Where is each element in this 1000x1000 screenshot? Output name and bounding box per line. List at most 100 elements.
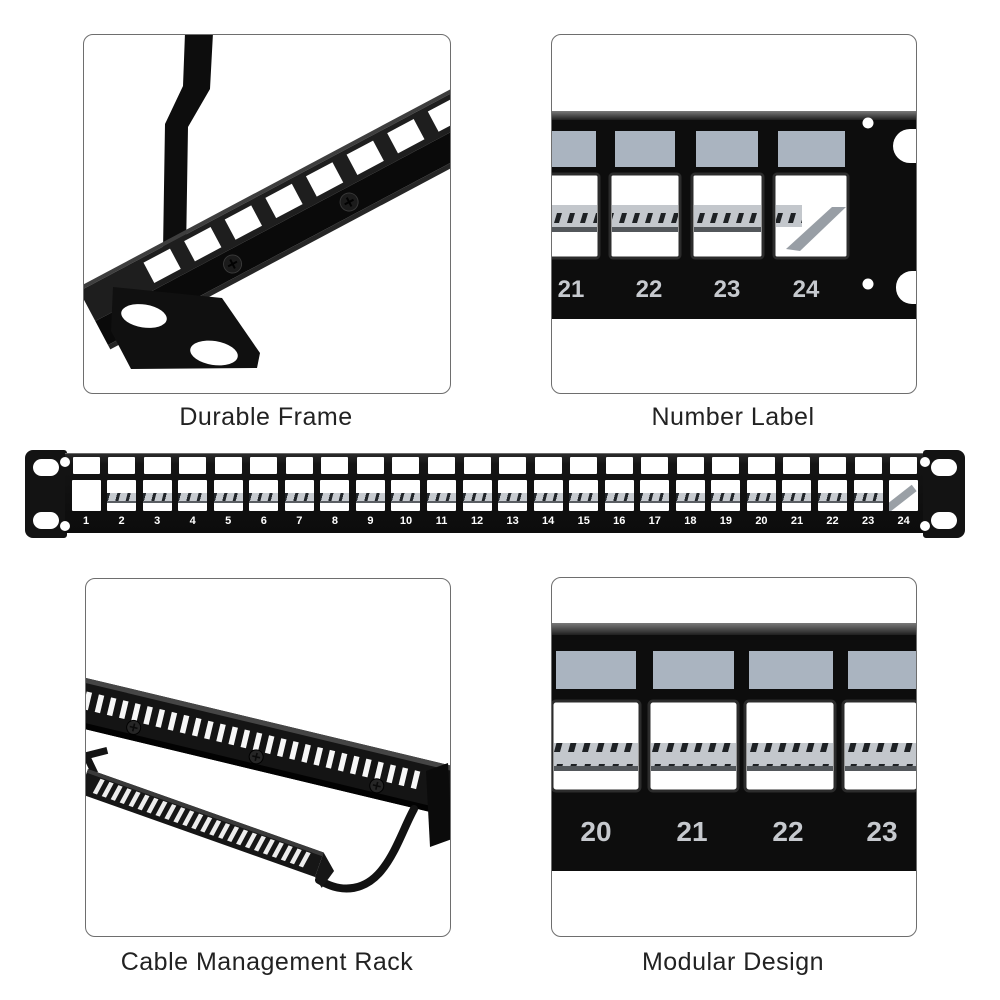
port-number: 18 <box>684 515 697 527</box>
label-window <box>534 457 562 474</box>
support-bar <box>142 493 172 503</box>
rear-support-bar <box>552 205 846 251</box>
panel-rear-strip <box>86 677 450 817</box>
label-window <box>463 457 491 474</box>
keystone-slot <box>427 480 457 511</box>
caption-durable-frame: Durable Frame <box>179 403 353 431</box>
keystone-slot <box>604 480 634 511</box>
label-window <box>250 457 278 474</box>
keystone-slot <box>320 480 350 511</box>
label-window <box>285 457 313 474</box>
ear-hole <box>896 271 916 304</box>
support-bar-bracket <box>786 207 846 251</box>
keystone-slot <box>391 480 421 511</box>
port-number: 7 <box>296 515 303 527</box>
support-bar <box>604 493 634 503</box>
support-bar <box>640 493 670 503</box>
keystone-slot <box>71 480 101 511</box>
panel-port: 22 <box>818 454 848 533</box>
panel-port: 9 <box>355 454 385 533</box>
keystone-slot <box>640 480 670 511</box>
durable-frame-art <box>84 35 450 369</box>
panel-strip-angled <box>84 43 450 350</box>
label-window <box>854 457 882 474</box>
port-number: 22 <box>772 816 803 847</box>
rear-slots <box>86 691 421 790</box>
keystone-slot <box>711 480 741 511</box>
panel-front-face <box>95 77 450 345</box>
caption-number-label: Number Label <box>651 403 815 431</box>
label-window <box>747 457 775 474</box>
support-bar <box>569 493 599 503</box>
port-number: 22 <box>636 276 663 303</box>
port-number: 24 <box>793 276 820 303</box>
ear-hole <box>121 304 167 328</box>
durable-frame-photo <box>83 34 451 394</box>
keystone-slot <box>569 480 599 511</box>
support-bar <box>213 493 243 503</box>
label-window <box>428 457 456 474</box>
support-bar <box>462 493 492 503</box>
keystone-slot <box>889 480 919 511</box>
screw-icon <box>369 778 385 794</box>
port-number: 4 <box>189 515 196 527</box>
keystone-slot <box>213 480 243 511</box>
wire-arm <box>315 805 418 893</box>
panel-port: 17 <box>640 454 670 533</box>
label-window <box>321 457 349 474</box>
label-window <box>108 457 136 474</box>
ear-hole <box>931 459 957 476</box>
panel-port: 10 <box>391 454 421 533</box>
ear-notch <box>60 521 70 531</box>
port-number: 14 <box>542 515 555 527</box>
port-number: 10 <box>399 515 413 527</box>
caption-modular-design: Modular Design <box>641 948 825 976</box>
mounting-ear-cutouts <box>862 117 916 304</box>
keystone-slot <box>782 480 812 511</box>
support-bar-bracket <box>889 484 917 511</box>
panel-port: 7 <box>284 454 314 533</box>
keystone-slot <box>853 480 883 511</box>
port-number: 5 <box>225 515 232 527</box>
label-window <box>676 457 704 474</box>
port-number: 16 <box>613 515 626 527</box>
rear-support-bar <box>554 743 916 771</box>
screw-icon <box>223 254 243 274</box>
label-window <box>819 457 847 474</box>
support-bar <box>853 493 883 503</box>
bar-slots <box>92 778 311 868</box>
port-number: 15 <box>577 515 590 527</box>
label-window <box>570 457 598 474</box>
port-number: 23 <box>866 816 897 847</box>
keystone-openings <box>552 172 850 260</box>
ear-hole <box>33 512 59 529</box>
keystone-cutouts <box>143 97 450 283</box>
mounting-ear-right <box>923 450 965 538</box>
label-window <box>392 457 420 474</box>
port-number: 21 <box>790 515 804 527</box>
port-number: 21 <box>676 816 707 847</box>
panel-port: 18 <box>675 454 705 533</box>
ear-hole <box>33 459 59 476</box>
screw-icon <box>339 192 359 212</box>
port-number: 1 <box>82 515 90 527</box>
support-bar <box>320 493 350 503</box>
label-window <box>783 457 811 474</box>
ear-hole <box>893 129 916 163</box>
screw-icon <box>126 719 142 735</box>
ear-hole <box>931 512 957 529</box>
panel-port: 15 <box>569 454 599 533</box>
keystone-slot <box>284 480 314 511</box>
keystone-slot <box>355 480 385 511</box>
port-number-labels: 21 22 23 24 <box>558 276 820 303</box>
port-number: 6 <box>260 515 267 527</box>
support-bar <box>818 493 848 503</box>
label-window <box>712 457 740 474</box>
support-bar <box>782 493 812 503</box>
panel-port: 6 <box>249 454 279 533</box>
modular-design-art: 20 21 22 23 <box>552 623 916 871</box>
port-number: 9 <box>367 515 374 527</box>
